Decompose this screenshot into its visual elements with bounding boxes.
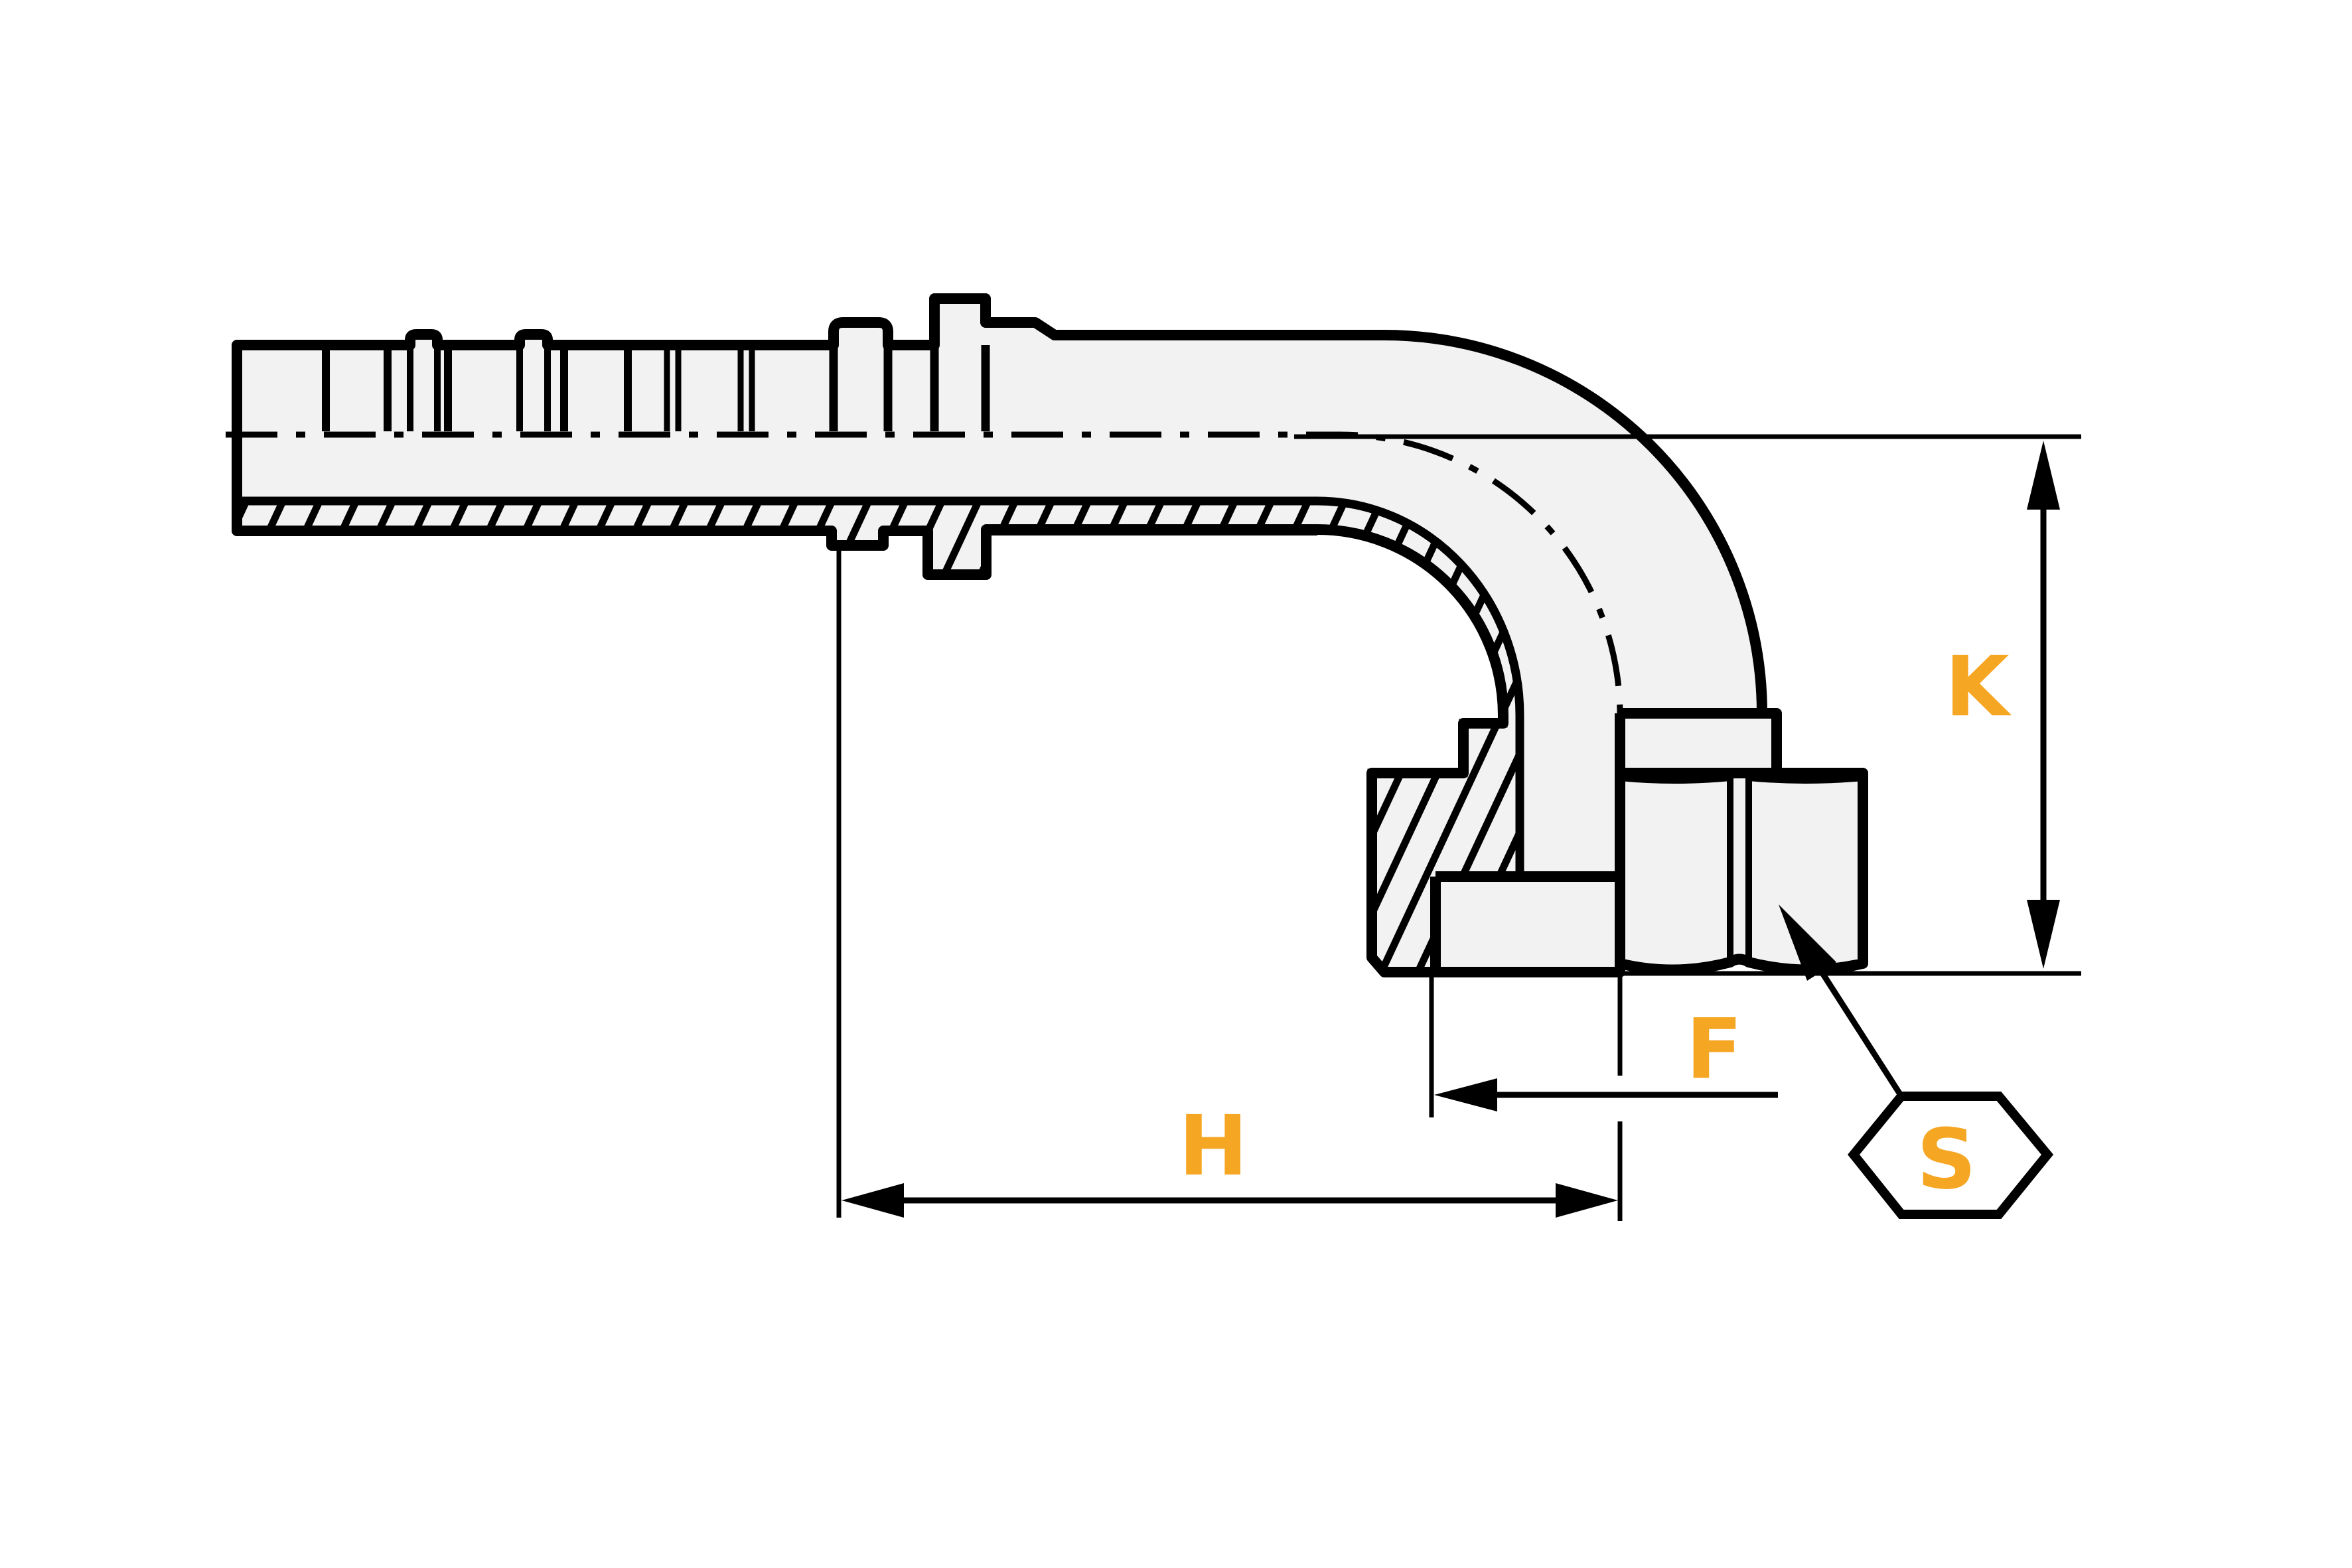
h-arrowhead-left: [842, 1183, 904, 1218]
bore-line: [237, 496, 1524, 877]
s-hexagon: [1847, 1092, 2054, 1219]
f-arrowhead-left: [1434, 1078, 1497, 1111]
h-label: H: [1179, 1098, 1248, 1194]
cone-step-outline: [1367, 715, 1508, 975]
k-label: K: [1945, 639, 2012, 735]
s-label: S: [1917, 1111, 1976, 1208]
swivel-nut: [1619, 774, 1864, 962]
s-leader-arrowhead: [1779, 904, 1836, 981]
shank-ribs: [322, 345, 990, 431]
dimension-h: H: [836, 550, 1623, 1221]
h-arrowhead-right: [1556, 1183, 1618, 1218]
main-centerline: [226, 431, 1623, 773]
bend-wall-section-hatching: [1317, 501, 1520, 773]
k-arrowhead-down: [2027, 900, 2060, 969]
dimension-k: K: [1294, 434, 2081, 976]
fitting-body: [232, 293, 1868, 977]
f-label: F: [1686, 1001, 1742, 1098]
k-arrowhead-up: [2027, 441, 2060, 510]
s-leader-line: [1814, 963, 1904, 1098]
nut-flat-top-curve: [1619, 774, 1731, 784]
nut-flat-top-curve: [1748, 774, 1864, 784]
dimension-f: F: [1429, 975, 1778, 1117]
shank-section-hatching: [237, 501, 1317, 575]
centerlines: [226, 431, 1623, 773]
wrench-size-callout: S: [1779, 904, 2054, 1219]
washer-flange: [1430, 871, 1620, 972]
